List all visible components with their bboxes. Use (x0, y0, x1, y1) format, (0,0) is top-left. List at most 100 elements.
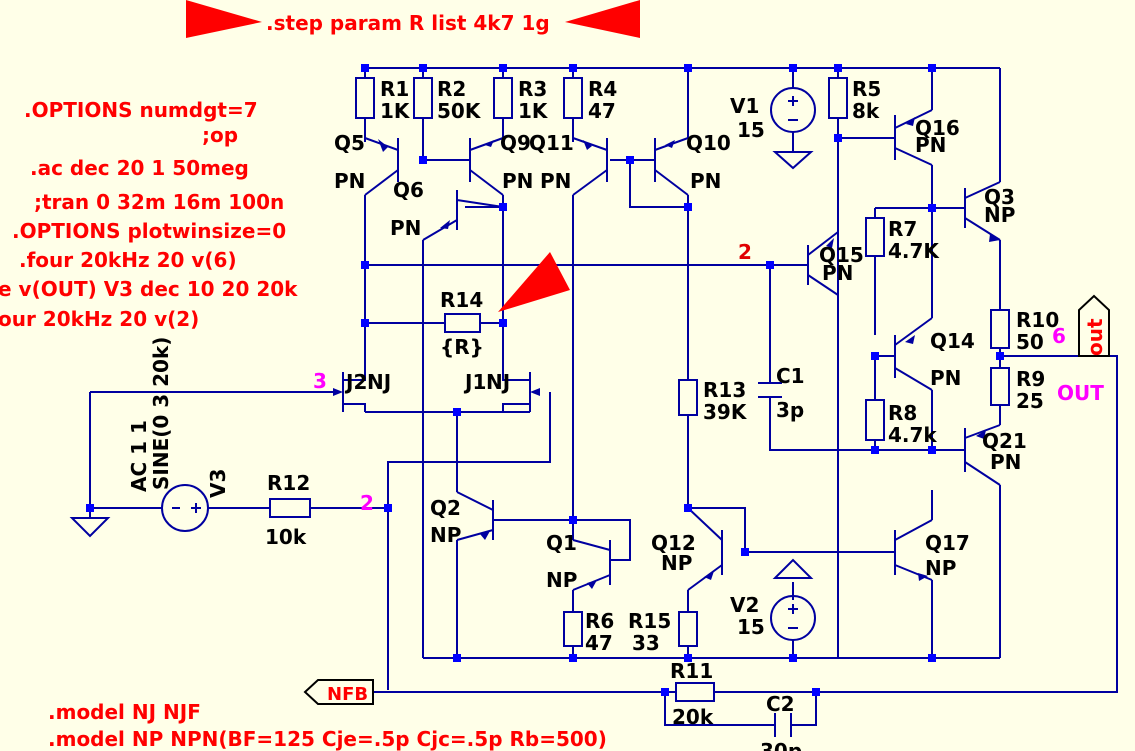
r8-name: R8 (888, 401, 917, 425)
directive-four-v2[interactable]: our 20kHz 20 v(2) (0, 307, 199, 331)
r5-name: R5 (852, 77, 881, 101)
jfet-labels: J1 NJ J2 NJ (344, 370, 510, 394)
spice-directives: .step param R list 4k7 1g .OPTIONS numdg… (0, 11, 607, 751)
r1-value: 1K (380, 99, 411, 123)
directive-op[interactable]: ;op (202, 123, 238, 147)
directive-step[interactable]: .step param R list 4k7 1g (266, 11, 550, 35)
q5-name: Q5 (334, 131, 365, 155)
q12-name: Q12 (651, 531, 696, 555)
ports (303, 294, 1110, 705)
transistor-labels: Q1 NP Q2 NP Q3 NP Q5 PN Q6 PN Q9 PN Q10 … (334, 116, 1027, 592)
q14-name: Q14 (930, 329, 975, 353)
q6-model: PN (390, 216, 421, 240)
r8-value: 4.7k (888, 423, 937, 447)
r9-name: R9 (1016, 367, 1045, 391)
net-label-2-right[interactable]: 2 (738, 240, 752, 264)
directive-model-np[interactable]: .model NP NPN(BF=125 Cje=.5p Cjc=.5p Rb=… (48, 727, 607, 751)
q9-model: PN (502, 169, 533, 193)
net-label-3[interactable]: 3 (313, 369, 327, 393)
net-label-out[interactable]: OUT (1057, 381, 1104, 405)
c2-value: 30p (760, 739, 802, 751)
q1-model: NP (546, 568, 577, 592)
r13-name: R13 (703, 378, 746, 402)
j2-name: J2 (344, 370, 367, 394)
r10-name: R10 (1016, 308, 1059, 332)
source-symbols (161, 87, 816, 641)
c1-name: C1 (776, 364, 805, 388)
r7-value: 4.7K (888, 239, 940, 263)
q15-model: PN (822, 261, 853, 285)
v3-sine: SINE(0 3 20k) (149, 337, 173, 490)
q1-name: Q1 (546, 531, 577, 555)
v1-value: 15 (737, 118, 765, 142)
j2-model: NJ (367, 370, 391, 394)
bjt-symbols (364, 109, 1001, 591)
r2-name: R2 (437, 77, 466, 101)
r12-value: 10k (265, 525, 307, 549)
r14-value: {R} (440, 335, 484, 359)
j1-name: J1 (463, 370, 486, 394)
port-out-label[interactable]: out (1083, 318, 1107, 356)
resistor-bodies (269, 77, 1010, 702)
c1-value: 3p (776, 398, 804, 422)
r7-name: R7 (888, 217, 917, 241)
q5-model: PN (334, 169, 365, 193)
junction-dots (86, 64, 1004, 696)
r6-value: 47 (585, 631, 613, 655)
resistor-labels: R1 1K R2 50K R3 1K R4 47 R5 8k R6 47 R7 … (265, 77, 1059, 729)
q12-model: NP (661, 551, 692, 575)
q3-model: NP (984, 203, 1015, 227)
v3-ac: AC 1 1 (127, 420, 151, 492)
q11-model: PN (540, 169, 571, 193)
v2-value: 15 (737, 615, 765, 639)
r9-value: 25 (1016, 389, 1044, 413)
port-labels: NFB out (327, 318, 1107, 705)
r11-name: R11 (670, 659, 713, 683)
capacitor-bodies (758, 382, 792, 737)
net-label-6[interactable]: 6 (1052, 324, 1066, 348)
net-labels: 2 2 3 6 OUT (313, 240, 1104, 515)
q9-name: Q9 (500, 131, 531, 155)
port-nfb-label[interactable]: NFB (327, 684, 368, 705)
red-flag-markers (186, 0, 640, 312)
r14-name: R14 (440, 288, 483, 312)
r6-name: R6 (585, 609, 614, 633)
r3-value: 1K (518, 99, 549, 123)
directive-model-nj[interactable]: .model NJ NJF (48, 700, 201, 724)
r3-name: R3 (518, 77, 547, 101)
directive-four-v6[interactable]: .four 20kHz 20 v(6) (19, 248, 237, 272)
q16-model: PN (915, 133, 946, 157)
v3-name: V3 (206, 469, 230, 498)
r2-value: 50K (437, 99, 482, 123)
q17-model: NP (925, 556, 956, 580)
c2-name: C2 (766, 692, 795, 716)
v1-name: V1 (730, 94, 759, 118)
r12-name: R12 (267, 471, 310, 495)
q11-name: Q11 (529, 131, 574, 155)
directive-noise[interactable]: e v(OUT) V3 dec 10 20 20k (0, 277, 298, 301)
directive-ac[interactable]: .ac dec 20 1 50meg (30, 156, 249, 180)
j1-model: NJ (486, 370, 510, 394)
net-label-2-left[interactable]: 2 (360, 491, 374, 515)
r4-value: 47 (588, 99, 616, 123)
q17-name: Q17 (925, 531, 970, 555)
q21-model: PN (990, 450, 1021, 474)
q2-name: Q2 (430, 496, 461, 520)
r5-value: 8k (852, 99, 880, 123)
directive-options-numdgt[interactable]: .OPTIONS numdgt=7 (24, 98, 258, 122)
capacitor-labels: C1 3p C2 30p (760, 364, 805, 751)
r13-value: 39K (703, 400, 748, 424)
directive-options-plotwinsize[interactable]: .OPTIONS plotwinsize=0 (12, 219, 286, 243)
q3-name: Q3 (984, 185, 1015, 209)
q15-name: Q15 (819, 243, 864, 267)
r15-name: R15 (628, 609, 671, 633)
jfet-symbols (333, 358, 540, 412)
q10-name: Q10 (686, 131, 731, 155)
directive-tran[interactable]: ;tran 0 32m 16m 100n (34, 190, 284, 214)
r15-value: 33 (632, 631, 660, 655)
q16-name: Q16 (915, 116, 960, 140)
q10-model: PN (690, 169, 721, 193)
r11-value: 20k (672, 705, 714, 729)
